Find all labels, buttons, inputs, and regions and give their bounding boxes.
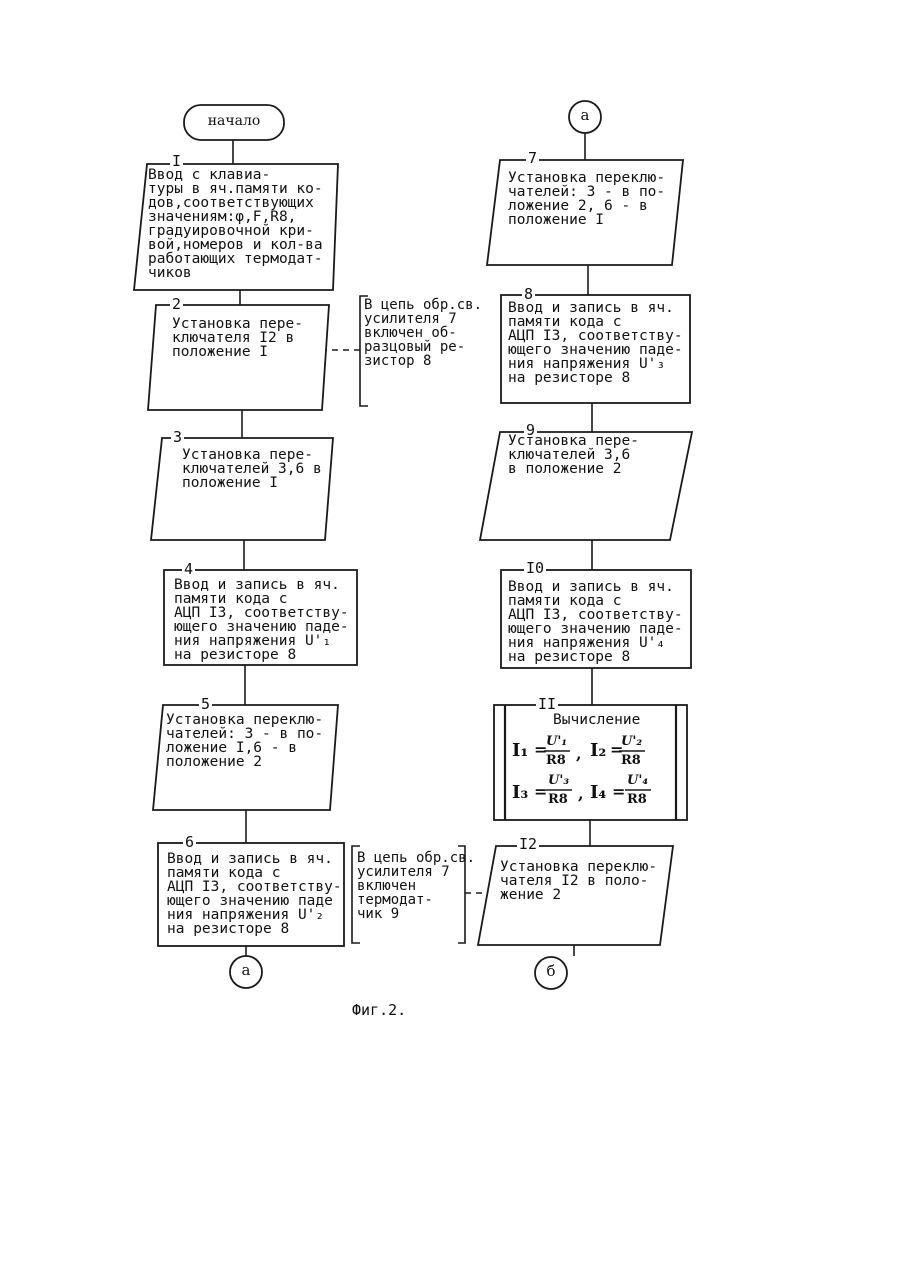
block-7-number: 7 [526,151,539,166]
block-12-text: Установка переклю- чателя I2 в поло- жен… [500,860,657,902]
calc-u2: U'₂ [621,734,642,749]
calc-u4: U'₄ [627,773,648,788]
block-6-number: 6 [183,835,196,850]
block-10-text: Ввод и запись в яч. памяти кода с АЦП I3… [508,580,683,664]
calc-i1: I₁ [512,740,528,761]
connector-a-top-label: а [569,106,601,124]
calc-title: Вычисление [553,713,640,727]
note-thermosensor: В цепь обр.св. усилителя 7 включен термо… [357,851,475,921]
calc-i3: I₃ [512,782,528,803]
connector-a-bottom-label: а [230,961,262,979]
block-5-text: Установка переклю- чателей: 3 - в по- ло… [166,713,323,769]
note-reference-resistor: В цепь обр.св. усилителя 7 включен об- р… [364,298,482,368]
calc-u3: U'₃ [548,773,569,788]
calc-i2: I₂ [590,740,606,761]
calc-formulas: I₁ = U'₁ R8 , I₂ = U'₂ R8 I₃ = U'₃ R8 , … [510,730,680,820]
calc-u1: U'₁ [546,734,567,749]
block-10-number: I0 [524,561,546,576]
block-6-text: Ввод и запись в яч. памяти кода с АЦП I3… [167,852,342,936]
block-2-number: 2 [170,297,183,312]
figure-caption: Фиг.2. [352,1001,406,1019]
block-12-number: I2 [517,837,539,852]
block-9-text: Установка пере- ключателей 3,6 в положен… [508,434,639,476]
block-2-text: Установка пере- ключателя I2 в положение… [172,317,303,359]
block-3-text: Установка пере- ключателей 3,6 в положен… [182,448,322,490]
block-5-number: 5 [199,697,212,712]
block-8-text: Ввод и запись в яч. памяти кода с АЦП I3… [508,301,683,385]
start-label: начало [184,113,284,129]
block-3-number: 3 [171,430,184,445]
block-1-text: Ввод с клавиа- туры в яч.памяти ко- дов,… [148,168,323,280]
connector-b-bottom-label: б [535,962,567,980]
block-11-number: II [536,697,558,712]
block-4-number: 4 [182,562,195,577]
block-7-text: Установка переклю- чателей: 3 - в по- ло… [508,171,665,227]
block-4-text: Ввод и запись в яч. памяти кода с АЦП I3… [174,578,349,662]
calc-i4: I₄ [590,782,606,803]
